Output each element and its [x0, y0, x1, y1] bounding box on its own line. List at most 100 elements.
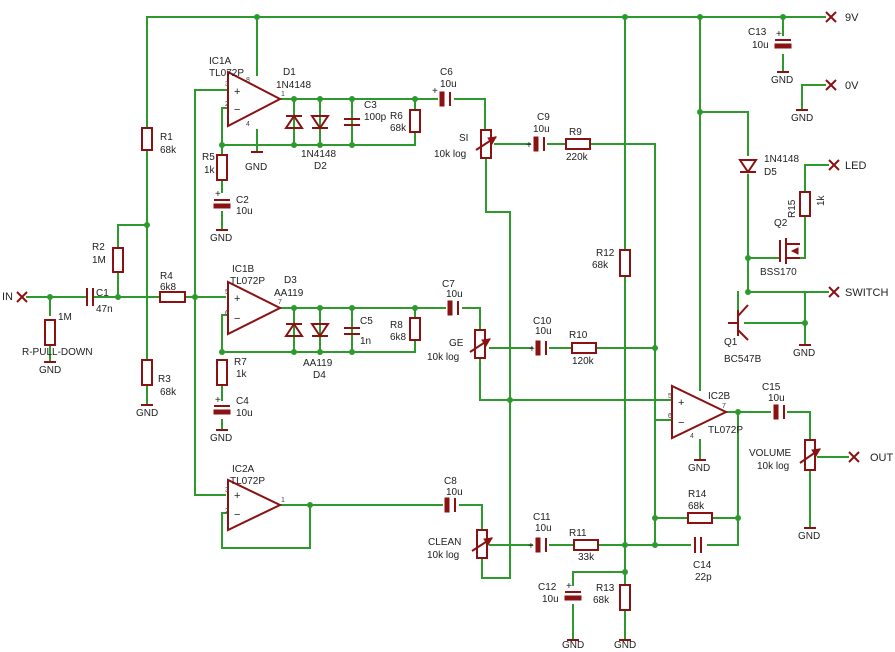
svg-text:Q1: Q1 — [724, 337, 738, 348]
connector-in[interactable]: IN — [2, 291, 28, 303]
svg-text:10u: 10u — [446, 289, 463, 300]
capacitor-c4: + C4 10u — [213, 395, 253, 419]
svg-text:5: 5 — [668, 393, 672, 400]
ic2a-ref: IC2A — [232, 464, 255, 475]
svg-text:10k log: 10k log — [757, 461, 789, 472]
svg-text:1k: 1k — [816, 194, 827, 206]
svg-text:D3: D3 — [284, 275, 297, 286]
svg-text:GND: GND — [771, 75, 793, 86]
svg-text:6: 6 — [668, 413, 672, 420]
svg-text:R11: R11 — [569, 528, 587, 539]
connector-out[interactable]: OUT — [848, 451, 894, 464]
svg-text:4: 4 — [246, 121, 250, 128]
resistor-r13: R13 68k — [593, 583, 631, 611]
capacitor-c11: + C11 10u — [528, 512, 552, 553]
connector-led[interactable]: LED — [828, 159, 866, 172]
svg-text:10k log: 10k log — [427, 550, 459, 561]
svg-text:22p: 22p — [695, 572, 712, 583]
svg-text:R1: R1 — [160, 132, 173, 143]
svg-text:GND: GND — [245, 162, 267, 173]
resistor-r3: R3 68k — [141, 359, 177, 398]
svg-text:C10: C10 — [533, 316, 552, 327]
svg-text:3: 3 — [225, 81, 229, 88]
svg-text:8: 8 — [246, 77, 250, 84]
svg-text:GND: GND — [793, 348, 815, 359]
ic1a-ref: IC1A — [209, 56, 232, 67]
resistor-r7: R7 1k — [216, 357, 248, 386]
resistor-r10: R10 120k — [569, 330, 597, 367]
svg-text:AA119: AA119 — [274, 288, 304, 299]
svg-text:1k: 1k — [236, 369, 248, 380]
svg-text:D4: D4 — [313, 370, 326, 381]
svg-text:+: + — [529, 344, 535, 355]
net-out-label: OUT — [870, 452, 894, 464]
svg-text:6k8: 6k8 — [160, 282, 177, 293]
svg-text:7: 7 — [278, 299, 282, 306]
svg-text:GND: GND — [210, 233, 232, 244]
svg-text:10u: 10u — [236, 408, 253, 419]
svg-text:10u: 10u — [752, 40, 769, 51]
svg-text:C1: C1 — [96, 288, 109, 299]
svg-text:6k8: 6k8 — [390, 332, 407, 343]
svg-text:R6: R6 — [390, 111, 403, 122]
svg-text:−: − — [234, 104, 240, 116]
svg-text:VOLUME: VOLUME — [749, 448, 792, 459]
svg-text:R8: R8 — [390, 320, 403, 331]
transistor-q1: Q1 BC547B — [724, 304, 762, 365]
svg-text:1N4148: 1N4148 — [764, 154, 799, 165]
net-switch-label: SWITCH — [845, 287, 888, 299]
svg-text:GND: GND — [688, 463, 710, 474]
svg-text:10u: 10u — [236, 206, 253, 217]
resistor-r8: R8 6k8 — [390, 317, 421, 343]
svg-text:C13: C13 — [748, 27, 767, 38]
resistor-r15: R15 1k — [787, 191, 827, 218]
resistor-r12: R12 68k — [592, 248, 631, 277]
ic1a-part: TL072P — [209, 68, 244, 79]
capacitor-c2: + C2 10u — [213, 189, 253, 217]
svg-text:R4: R4 — [160, 271, 173, 282]
svg-text:68k: 68k — [593, 595, 610, 606]
capacitor-c7: C7 10u — [442, 279, 463, 316]
svg-text:GE: GE — [449, 338, 464, 349]
ic1b-part: TL072P — [230, 276, 265, 287]
svg-text:7: 7 — [722, 403, 726, 410]
svg-text:+: + — [776, 29, 782, 40]
svg-text:+: + — [215, 395, 221, 406]
diode-d4: AA119 D4 — [303, 323, 333, 381]
svg-text:GND: GND — [39, 365, 61, 376]
net-led-label: LED — [845, 160, 866, 172]
net-in-label: IN — [2, 291, 13, 303]
svg-text:C6: C6 — [440, 67, 453, 78]
svg-text:1k: 1k — [204, 165, 216, 176]
svg-text:10u: 10u — [535, 523, 552, 534]
svg-text:68k: 68k — [160, 387, 177, 398]
svg-text:C5: C5 — [360, 316, 373, 327]
svg-text:6: 6 — [225, 310, 229, 317]
svg-text:C15: C15 — [762, 382, 781, 393]
svg-text:1N4148: 1N4148 — [276, 80, 311, 91]
capacitor-c8: C8 10u — [444, 476, 463, 513]
svg-text:C11: C11 — [533, 512, 551, 523]
pot-si: SI 10k log — [434, 129, 497, 160]
svg-text:R12: R12 — [596, 248, 615, 259]
svg-text:1M: 1M — [92, 255, 106, 266]
svg-text:R10: R10 — [569, 330, 588, 341]
svg-text:−: − — [234, 313, 240, 325]
connector-0v[interactable]: 0V — [825, 79, 859, 92]
ground-symbols: GND GND GND GND GND GND GND GND GND GND … — [39, 71, 820, 651]
svg-text:BC547B: BC547B — [724, 354, 762, 365]
resistor-r-pull-down: 1M R-PULL-DOWN — [22, 312, 93, 358]
connector-9v[interactable]: 9V — [825, 11, 859, 24]
svg-text:GND: GND — [562, 640, 584, 651]
svg-text:1: 1 — [281, 91, 285, 98]
svg-text:GND: GND — [136, 408, 158, 419]
svg-text:C14: C14 — [693, 560, 712, 571]
svg-text:C2: C2 — [236, 195, 249, 206]
svg-text:D2: D2 — [314, 161, 327, 172]
svg-text:C9: C9 — [537, 112, 550, 123]
resistor-r11: R11 33k — [569, 528, 599, 563]
svg-text:D5: D5 — [764, 167, 777, 178]
connector-switch[interactable]: SWITCH — [828, 286, 888, 299]
capacitor-c3: C3 100p — [344, 100, 387, 126]
capacitor-c13: + C13 10u — [748, 27, 792, 51]
